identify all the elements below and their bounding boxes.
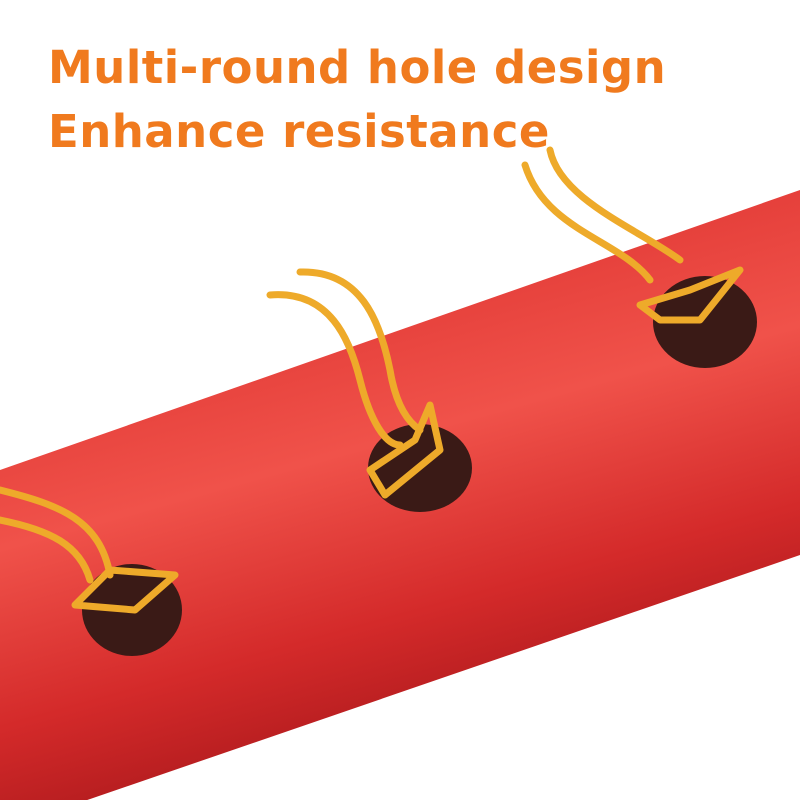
arrow-2-icon	[266, 268, 444, 499]
arrow-1-icon	[0, 486, 179, 614]
headline: Multi-round hole design Enhance resistan…	[48, 36, 666, 164]
arrow-3-icon	[521, 146, 744, 324]
hole-3	[653, 276, 757, 368]
headline-line-1: Multi-round hole design	[48, 41, 667, 94]
headline-line-2: Enhance resistance	[48, 105, 550, 158]
